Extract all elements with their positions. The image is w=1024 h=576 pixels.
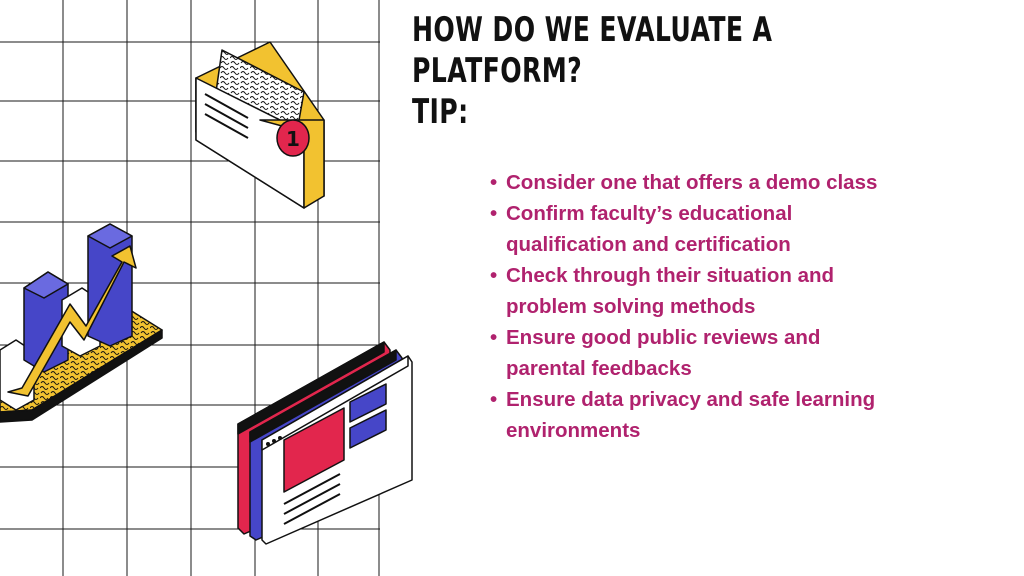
tip-text: Consider one that offers a demo class (506, 171, 878, 194)
bullet-icon: • (490, 264, 498, 287)
envelope-badge: 1 (286, 127, 300, 151)
list-item: • Ensure good public reviews and parental… (490, 322, 890, 384)
bullet-icon: • (490, 326, 498, 349)
list-item: • Confirm faculty’s educational qualifica… (490, 198, 890, 260)
bar-chart-icon (0, 223, 163, 423)
illustrations: 1 (0, 41, 413, 545)
bullet-icon: • (490, 388, 498, 411)
tips-list: • Consider one that offers a demo class •… (490, 167, 890, 446)
bullet-icon: • (490, 171, 498, 194)
tip-text: Ensure data privacy and safe learning en… (506, 388, 876, 442)
tip-text: Confirm faculty’s educational qualificat… (506, 202, 793, 256)
page-title: HOW DO WE EVALUATE A PLATFORM? TIP: (412, 10, 772, 133)
title-line-3: TIP: (412, 92, 469, 132)
list-item: • Check through their situation and probl… (490, 260, 890, 322)
title-line-2: PLATFORM? (412, 51, 583, 91)
list-item: • Consider one that offers a demo class (490, 167, 890, 198)
tip-text: Ensure good public reviews and parental … (506, 326, 821, 380)
envelope-icon: 1 (195, 41, 325, 209)
bullet-icon: • (490, 202, 498, 225)
browser-windows-icon (237, 341, 413, 545)
title-line-1: HOW DO WE EVALUATE A (412, 10, 773, 50)
list-item: • Ensure data privacy and safe learning e… (490, 384, 890, 446)
tip-text: Check through their situation and proble… (506, 264, 835, 318)
